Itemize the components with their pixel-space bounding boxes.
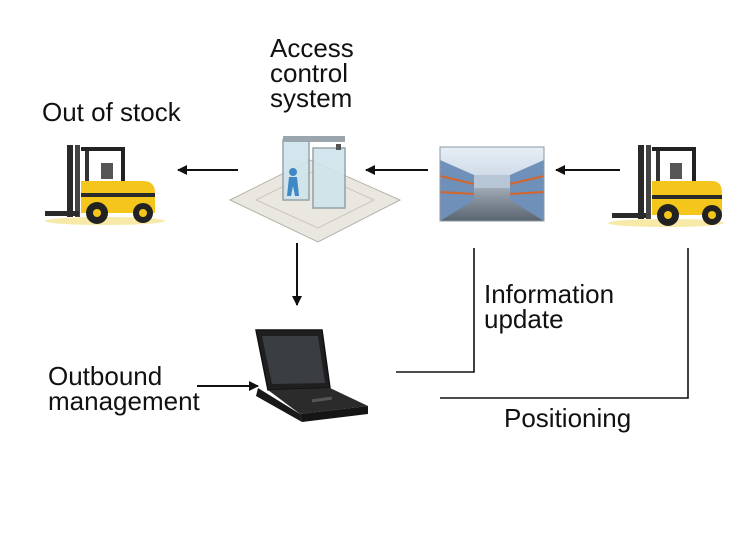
access-control-label: Access control system: [270, 33, 354, 113]
positioning-label: Positioning: [504, 403, 632, 433]
information-update-label: Information update: [484, 279, 615, 334]
access-gate-icon: [228, 136, 402, 243]
forklift-icon-left: [45, 145, 165, 225]
forklift-icon-right: [608, 145, 724, 227]
outbound-management-label: Outbound management: [48, 361, 200, 416]
warehouse-photo: [439, 146, 545, 222]
out-of-stock-label: Out of stock: [42, 97, 181, 127]
information-update-line: [396, 248, 475, 373]
laptop-icon: [255, 329, 368, 422]
positioning-line: [440, 248, 689, 399]
